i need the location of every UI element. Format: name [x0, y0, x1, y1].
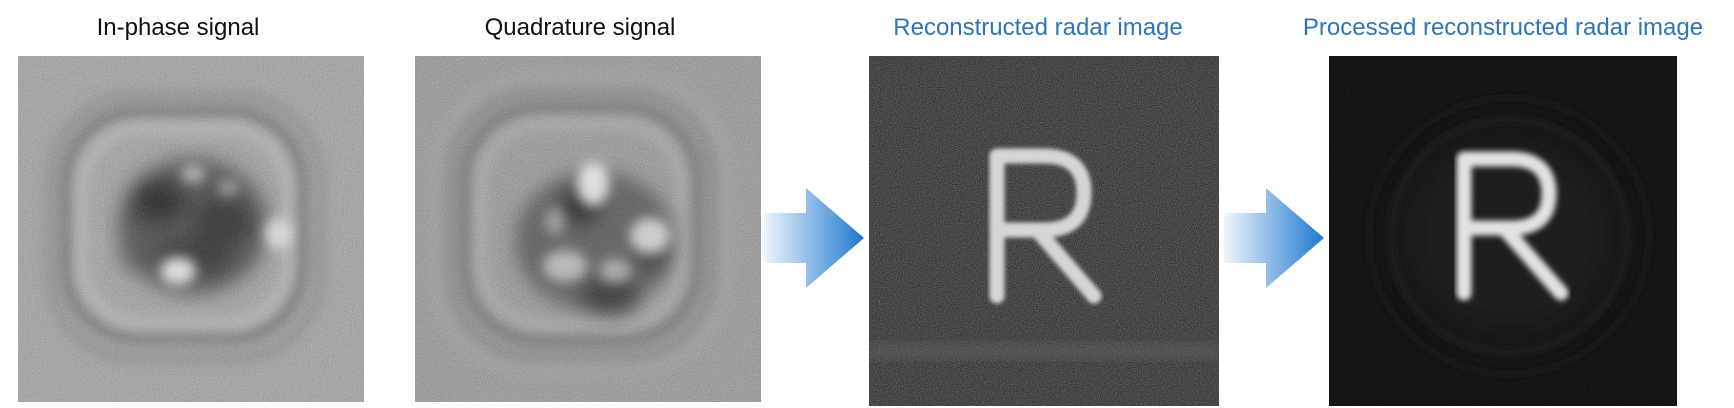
quadrature-title: Quadrature signal	[484, 14, 676, 41]
reconstructed-title: Reconstructed radar image	[893, 14, 1183, 41]
reconstructed-radar-image	[869, 56, 1219, 406]
processed-radar-image	[1329, 56, 1677, 406]
in-phase-title: In-phase signal	[96, 14, 260, 41]
right-arrow-icon	[764, 188, 864, 288]
right-arrow-icon	[1224, 188, 1324, 288]
processed-title: Processed reconstructed radar image	[1302, 14, 1704, 41]
in-phase-signal-image	[18, 56, 364, 402]
quadrature-signal-image	[415, 56, 761, 402]
